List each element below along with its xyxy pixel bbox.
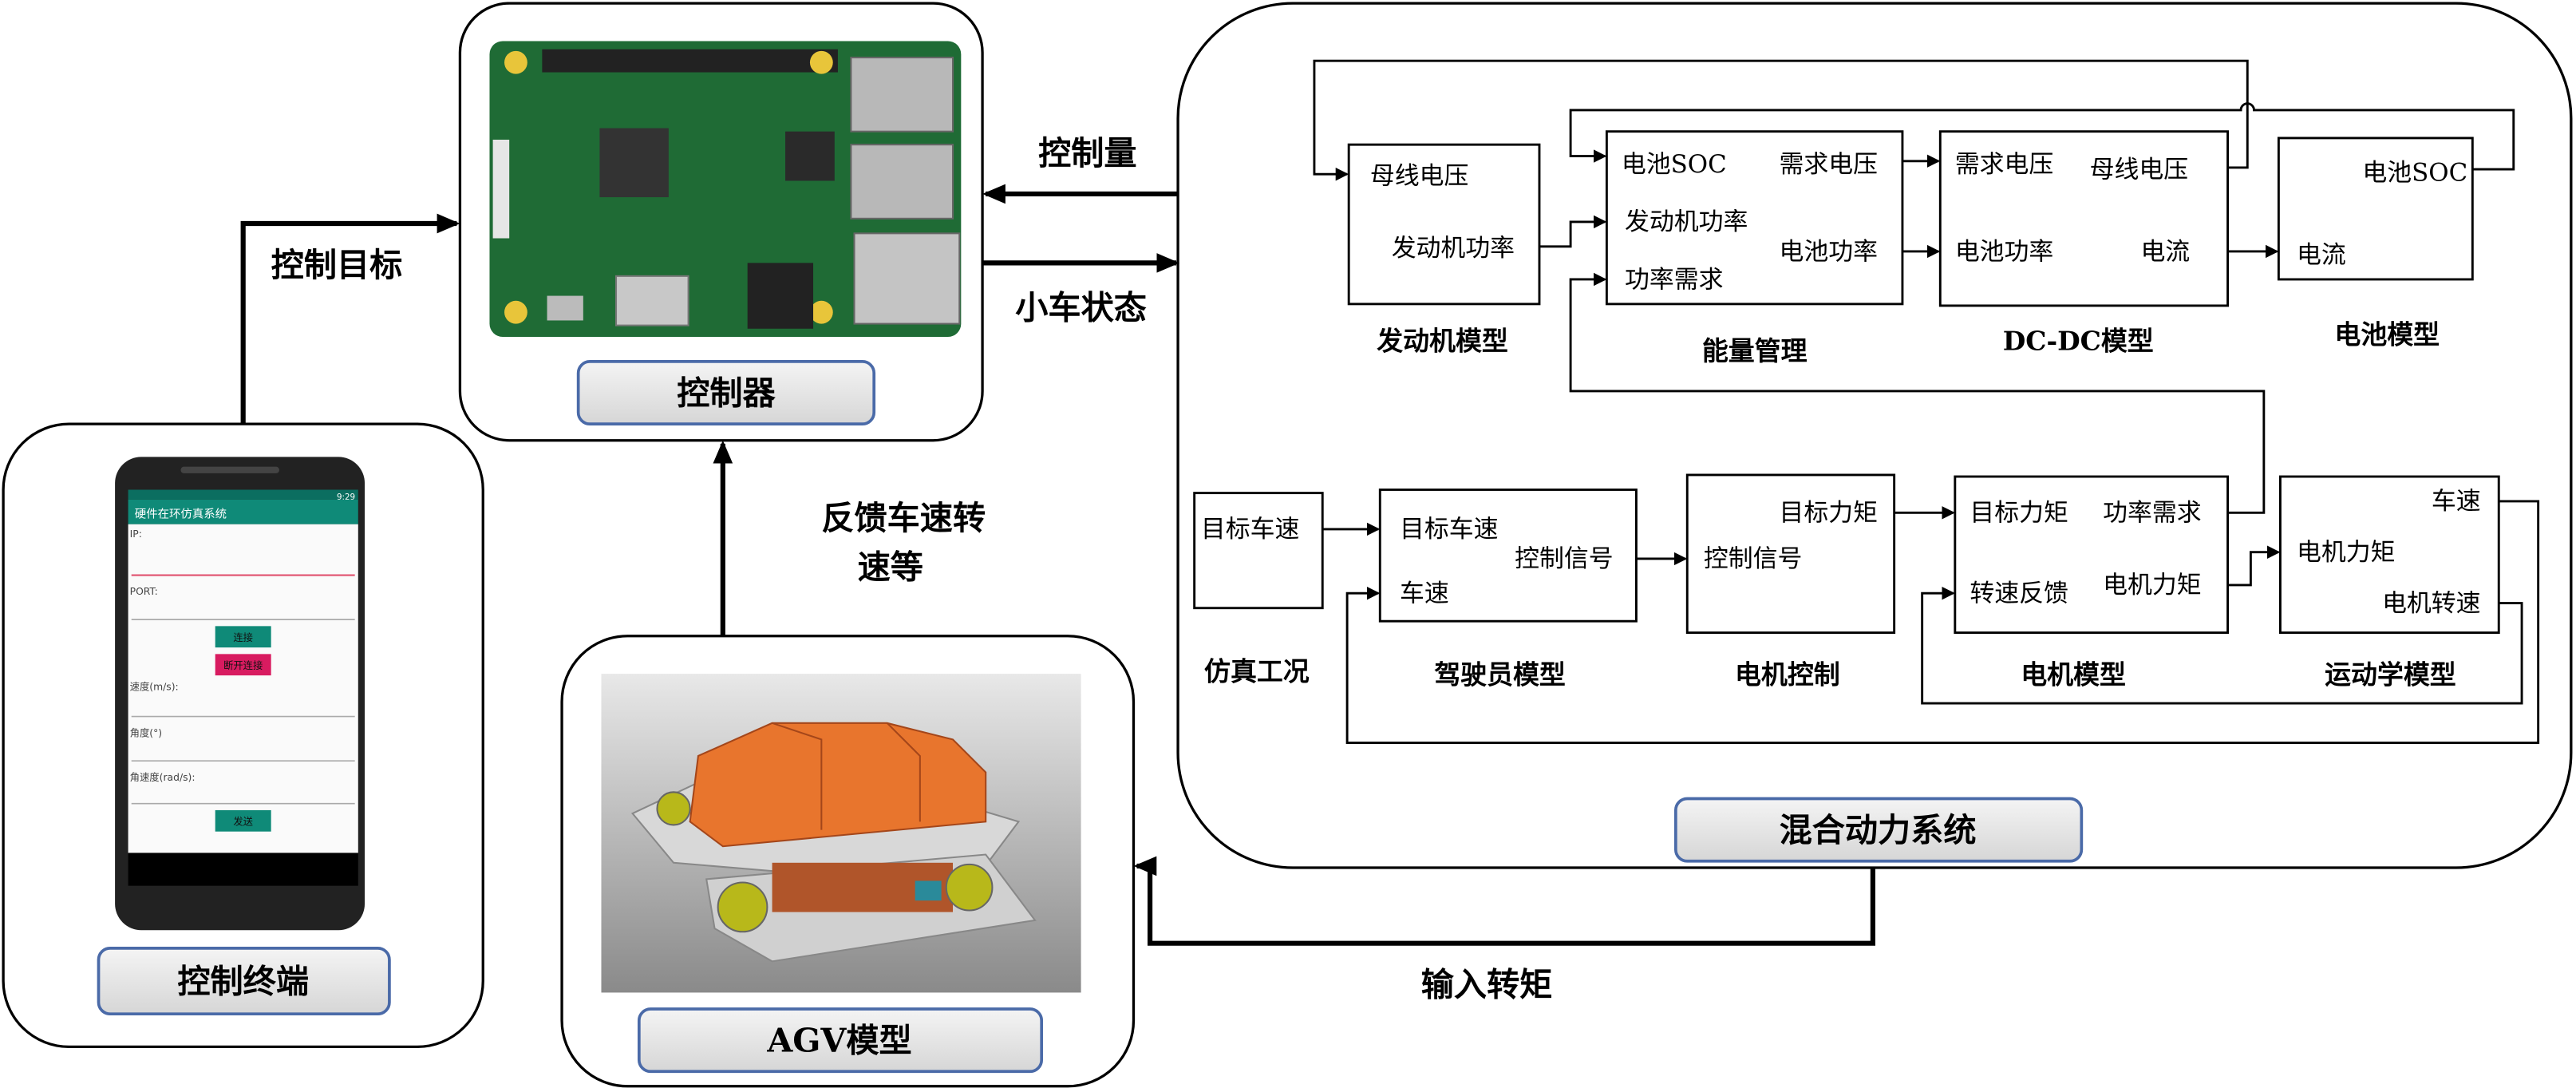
feedback-label-2: 速等: [858, 548, 923, 587]
energy-out-battery-power: 电池功率: [1780, 237, 1879, 266]
engine-out-power: 发动机功率: [1392, 234, 1515, 263]
wire-speed-feedback: [1345, 500, 2540, 744]
motor-ctrl-in-control-signal: 控制信号: [1704, 544, 1803, 573]
battery-model-block: 电池SOC 电流 电池模型: [2277, 136, 2474, 350]
battery-caption: 电池模型: [2334, 318, 2440, 350]
wire-bus-voltage-feedback: [1313, 59, 2249, 181]
vehicle-state-label: 小车状态: [1015, 287, 1147, 326]
arrow-control-target: [240, 213, 460, 425]
input-torque-label: 输入转矩: [1421, 965, 1553, 1004]
engine-in-bus-voltage: 母线电压: [1370, 162, 1469, 191]
sim-out-target-speed: 目标车速: [1201, 515, 1300, 544]
phone-app-title: 硬件在环仿真系统: [135, 506, 227, 520]
kinematics-model-block: 车速 电机力矩 电机转速 运动学模型: [2278, 475, 2500, 690]
control-target-label: 控制目标: [271, 245, 403, 284]
phone-angle-label: 角度(°): [130, 726, 163, 738]
motor-ctrl-caption: 电机控制: [1735, 659, 1840, 690]
hybrid-label-box: 混合动力系统: [1673, 797, 2084, 863]
phone-send-button[interactable]: 发送: [215, 809, 271, 832]
sim-condition-block: 目标车速 仿真工况: [1193, 492, 1324, 686]
kinematics-out-motor-speed: 电机转速: [2382, 589, 2481, 618]
motor-in-speed-feedback: 转速反馈: [1970, 579, 2068, 607]
agv-model-image: [601, 674, 1081, 993]
energy-out-demand-voltage: 需求电压: [1780, 150, 1879, 179]
driver-model-block: 目标车速 控制信号 车速 驾驶员模型: [1378, 489, 1638, 690]
motor-model-block: 目标力矩 功率需求 转速反馈 电机力矩 电机模型: [1954, 475, 2230, 690]
agv-label: AGV模型: [766, 1021, 911, 1060]
kinematics-caption: 运动学模型: [2325, 659, 2456, 690]
engine-caption: 发动机模型: [1377, 326, 1508, 357]
phone-angular-speed-label: 角速度(rad/s):: [130, 771, 196, 783]
battery-out-soc: 电池SOC: [2362, 158, 2467, 187]
control-quantity-label: 控制量: [1038, 133, 1136, 172]
wire-motor-speed-feedback: [1921, 586, 2523, 705]
motor-ctrl-out-target-torque: 目标力矩: [1780, 499, 1879, 528]
dcdc-out-current: 电流: [2140, 237, 2190, 266]
driver-in-speed: 车速: [1400, 579, 1449, 607]
motor-control-block: 目标力矩 控制信号 电机控制: [1685, 473, 1896, 690]
motor-in-target-torque: 目标力矩: [1970, 499, 2068, 528]
arrow-input-torque: [1133, 856, 1875, 946]
kinematics-out-speed: 车速: [2432, 487, 2481, 516]
phone-speed-label: 速度(m/s):: [130, 681, 179, 693]
controller-label: 控制器: [677, 373, 776, 412]
wire-motor-torque: [2227, 545, 2281, 587]
dcdc-caption: DC-DC模型: [2003, 326, 2154, 357]
energy-in-power-demand: 功率需求: [1625, 265, 1723, 294]
battery-in-current: 电流: [2297, 240, 2346, 269]
energy-caption: 能量管理: [1702, 335, 1808, 366]
phone-ip-label: IP:: [130, 528, 142, 540]
driver-in-target-speed: 目标车速: [1400, 515, 1499, 544]
dcdc-in-demand-voltage: 需求电压: [1955, 150, 2054, 179]
hybrid-label: 混合动力系统: [1780, 810, 1977, 849]
driver-out-control-signal: 控制信号: [1515, 544, 1614, 573]
driver-caption: 驾驶员模型: [1434, 659, 1566, 690]
dcdc-model-block: 需求电压 母线电压 电池功率 电流 DC-DC模型: [1938, 130, 2230, 357]
feedback-label-1: 反馈车速转: [821, 498, 986, 537]
kinematics-in-motor-torque: 电机力矩: [2297, 538, 2396, 567]
controller-label-box: 控制器: [576, 360, 876, 425]
motor-out-power-demand: 功率需求: [2103, 499, 2202, 528]
engine-model-block: 母线电压 发动机功率 发动机模型: [1347, 143, 1541, 357]
phone-disconnect-label: 断开连接: [223, 659, 263, 671]
dcdc-in-battery-power: 电池功率: [1955, 237, 2054, 266]
wire-engine-power: [1539, 215, 1607, 248]
agv-label-box: AGV模型: [637, 1007, 1044, 1074]
phone-disconnect-button[interactable]: 断开连接: [215, 654, 271, 676]
phone-send-label: 发送: [233, 815, 253, 827]
motor-caption: 电机模型: [2021, 659, 2126, 690]
energy-management-block: 电池SOC 需求电压 发动机功率 电池功率 功率需求 能量管理: [1605, 130, 1904, 366]
motor-out-motor-torque: 电机力矩: [2103, 571, 2202, 599]
energy-in-soc: 电池SOC: [1622, 150, 1727, 179]
phone-port-label: PORT:: [130, 586, 158, 597]
energy-in-engine-power: 发动机功率: [1625, 208, 1748, 236]
raspberry-pi-image: [489, 41, 962, 338]
phone-app-bar: [128, 499, 358, 524]
terminal-label-box: 控制终端: [97, 947, 391, 1016]
terminal-label: 控制终端: [177, 961, 309, 1000]
sim-caption: 仿真工况: [1204, 655, 1310, 686]
phone-connect-label: 连接: [233, 631, 253, 643]
phone-connect-button[interactable]: 连接: [215, 626, 271, 648]
wire-power-demand: [1569, 272, 2266, 514]
dcdc-out-bus-voltage: 母线电压: [2090, 155, 2189, 184]
phone-mockup: 9:29 硬件在环仿真系统 IP: PORT: 连接 断开连接 速度(m/s):…: [115, 457, 365, 931]
wire-soc-feedback: [1569, 102, 2515, 171]
